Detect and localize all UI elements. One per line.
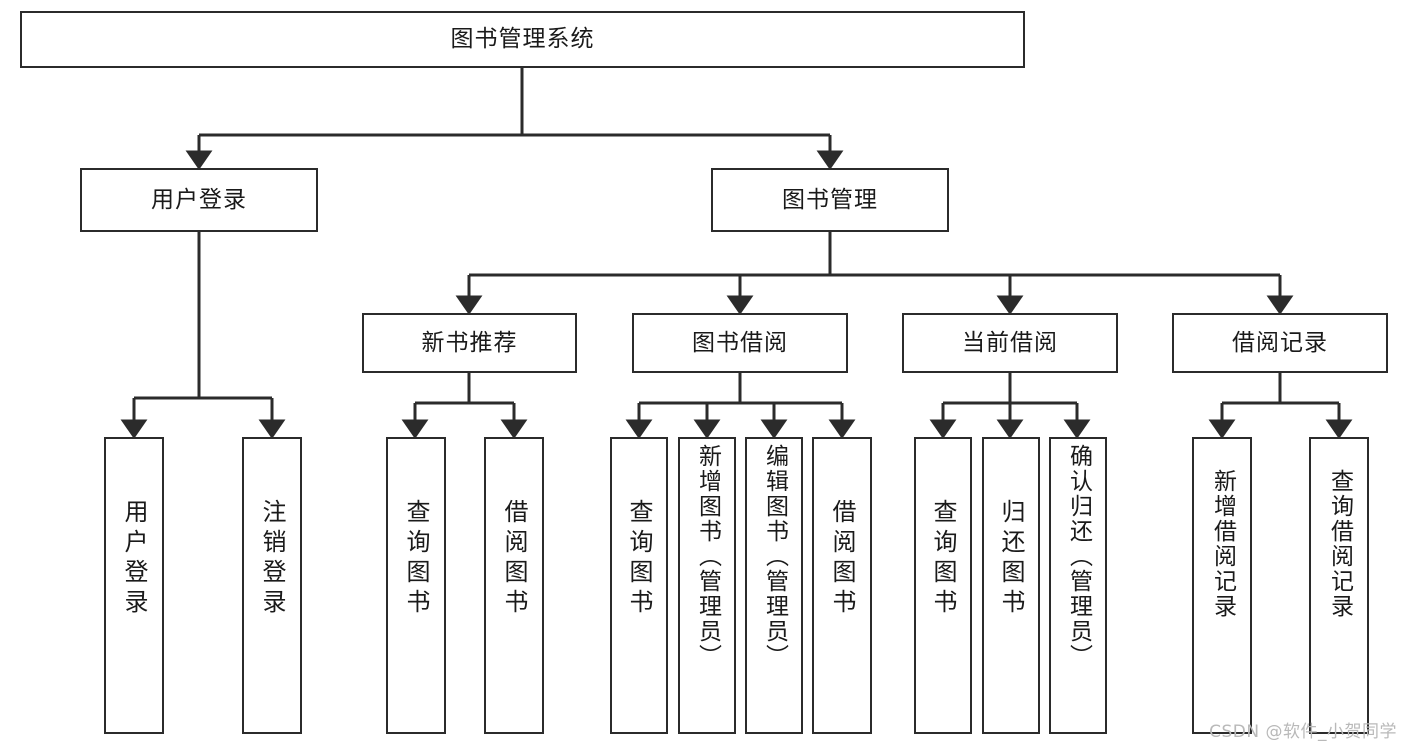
leaf-add-borrow-record[interactable]: 新增借阅记录 (1192, 437, 1252, 734)
node-label: 借阅图书 (828, 499, 856, 619)
node-new-book-rec[interactable]: 新书推荐 (362, 313, 577, 373)
node-label: 查询图书 (402, 499, 430, 619)
watermark-text: CSDN @软件_小贺同学 (1209, 722, 1397, 742)
node-label: 用户登录 (120, 499, 148, 619)
node-label: 图书管理 (782, 186, 878, 213)
node-label: 图书借阅 (692, 329, 788, 356)
node-label: 新书推荐 (421, 329, 518, 356)
leaf-add-book[interactable]: 新增图书（管理员） (678, 437, 736, 734)
leaf-borrow-book-borrow[interactable]: 借阅图书 (812, 437, 872, 734)
node-book-manage[interactable]: 图书管理 (711, 168, 949, 232)
node-label: 归还图书 (997, 499, 1025, 619)
leaf-return-book[interactable]: 归还图书 (982, 437, 1040, 734)
leaf-borrow-book-rec[interactable]: 借阅图书 (484, 437, 544, 734)
node-label: 查询图书 (929, 499, 957, 619)
leaf-query-book-rec[interactable]: 查询图书 (386, 437, 446, 734)
node-current-borrow[interactable]: 当前借阅 (902, 313, 1118, 373)
node-user-login[interactable]: 用户登录 (80, 168, 318, 232)
leaf-edit-book[interactable]: 编辑图书（管理员） (745, 437, 803, 734)
node-label: 用户登录 (151, 186, 247, 213)
node-borrow-record[interactable]: 借阅记录 (1172, 313, 1388, 373)
leaf-query-borrow-record[interactable]: 查询借阅记录 (1309, 437, 1369, 734)
node-label: 确认归还（管理员） (1065, 444, 1092, 669)
node-label: 图书管理系统 (450, 26, 595, 52)
node-label: 注销登录 (258, 499, 286, 619)
node-label: 借阅记录 (1232, 329, 1328, 356)
node-label: 查询图书 (625, 499, 653, 619)
node-label: 当前借阅 (962, 329, 1058, 356)
node-book-borrow[interactable]: 图书借阅 (632, 313, 848, 373)
leaf-query-book-borrow[interactable]: 查询图书 (610, 437, 668, 734)
node-label: 查询借阅记录 (1326, 469, 1353, 619)
leaf-confirm-return[interactable]: 确认归还（管理员） (1049, 437, 1107, 734)
node-label: 新增借阅记录 (1209, 469, 1236, 619)
node-label: 借阅图书 (500, 499, 528, 619)
node-label: 编辑图书（管理员） (761, 444, 788, 669)
leaf-query-book-current[interactable]: 查询图书 (914, 437, 972, 734)
node-root-system[interactable]: 图书管理系统 (20, 11, 1025, 68)
leaf-logout-login[interactable]: 注销登录 (242, 437, 302, 734)
node-label: 新增图书（管理员） (694, 444, 721, 669)
leaf-user-login[interactable]: 用户登录 (104, 437, 164, 734)
